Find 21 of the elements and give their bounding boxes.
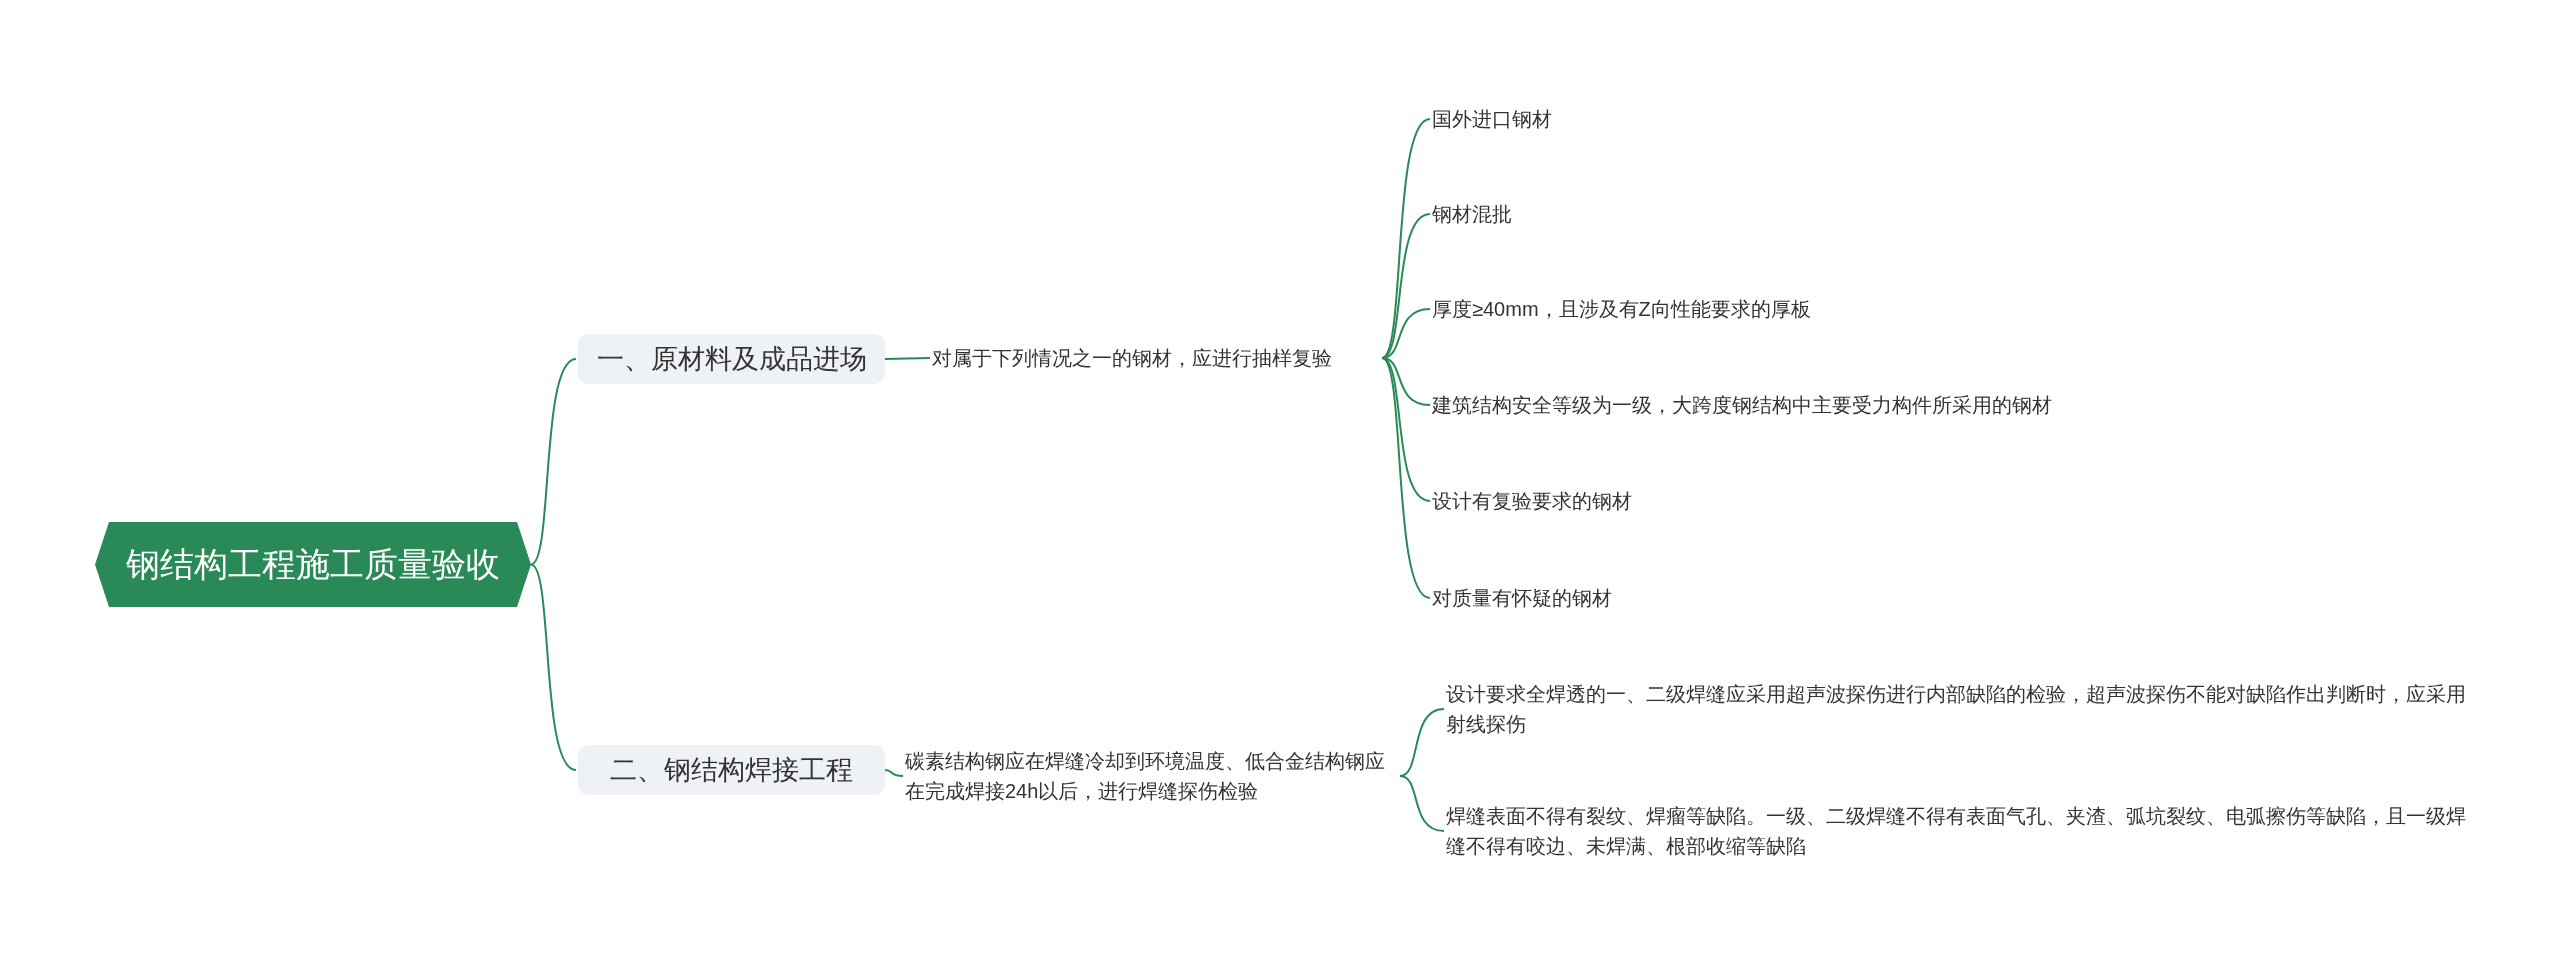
topic-text: 碳素结构钢应在焊缝冷却到环境温度、低合金结构钢应在完成焊接24h以后，进行焊缝探伤检验 [905, 745, 1400, 807]
connector [530, 563, 577, 771]
topic-box: 一、原材料及成品进场 [578, 334, 885, 384]
topic-text: 钢材混批 [1432, 196, 2232, 232]
topic-box: 二、钢结构焊接工程 [578, 745, 885, 795]
connector [1381, 357, 1431, 406]
connector [1381, 213, 1431, 359]
connector [1381, 357, 1431, 599]
topic-text: 厚度≥40mm，且涉及有Z向性能要求的厚板 [1432, 291, 2232, 327]
connector [884, 357, 931, 360]
central-topic: 钢结构工程施工质量验收 [95, 522, 531, 607]
topic-text: 对属于下列情况之一的钢材，应进行抽样复验 [932, 340, 1382, 376]
topic-text: 建筑结构安全等级为一级，大跨度钢结构中主要受力构件所采用的钢材 [1432, 387, 2232, 423]
connector [884, 769, 904, 777]
topic-text: 对质量有怀疑的钢材 [1432, 580, 2232, 616]
topic-text: 焊缝表面不得有裂纹、焊瘤等缺陷。一级、二级焊缝不得有表面气孔、夹渣、弧坑裂纹、电弧擦伤等缺陷，且一级焊缝不得有咬边、未焊满、根部收缩等缺陷 [1446, 798, 2476, 864]
topic-text: 国外进口钢材 [1432, 101, 2232, 137]
topic-text: 设计要求全焊透的一、二级焊缝应采用超声波探伤进行内部缺陷的检验，超声波探伤不能对缺陷作出判断时，应采用射线探伤 [1446, 676, 2476, 742]
connector [1399, 775, 1445, 832]
connector [530, 358, 577, 566]
topic-text: 设计有复验要求的钢材 [1432, 483, 2232, 519]
